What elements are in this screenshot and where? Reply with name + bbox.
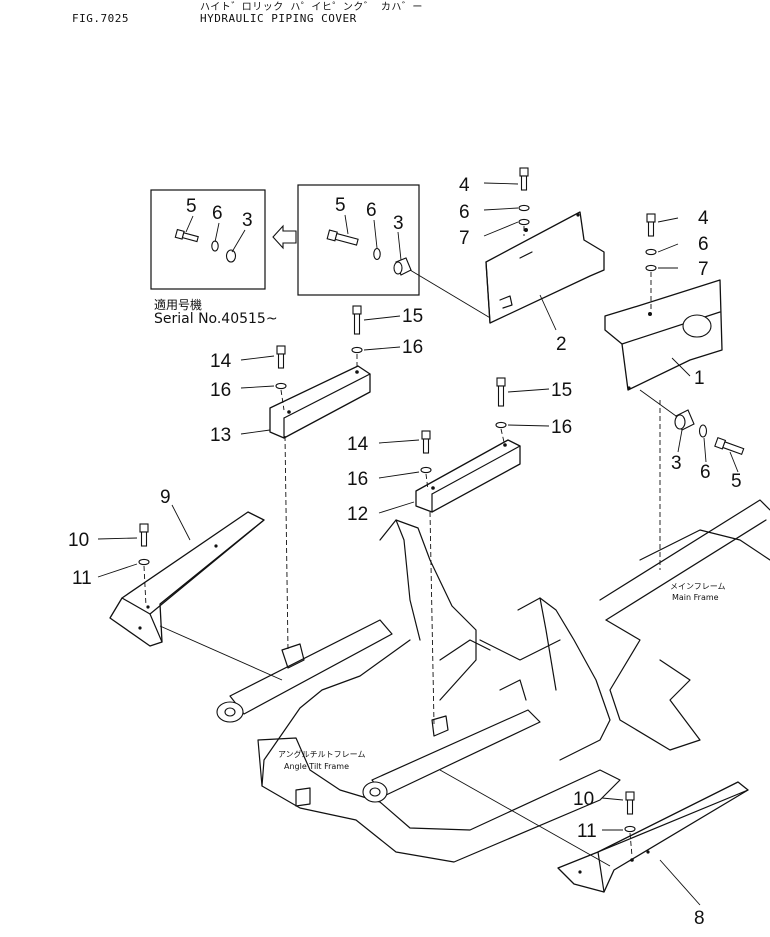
callout-cover-12: 12: [347, 504, 368, 525]
detail-inset-old: [150, 189, 266, 290]
detail-inset-new: [297, 184, 420, 296]
callout-lower-15: 15: [551, 380, 572, 401]
main-frame-label: Main Frame: [672, 593, 719, 602]
callout-inset-new-3: 3: [393, 213, 404, 234]
callout-cover2-6: 6: [459, 202, 470, 223]
callout-cover1-1: 1: [694, 368, 705, 389]
callout-cover1-6: 6: [698, 234, 709, 255]
callout-inset-new-6: 6: [366, 200, 377, 221]
callout-inset-old-3: 3: [242, 210, 253, 231]
callout-inset-old-6: 6: [212, 203, 223, 224]
callout-upper-15: 15: [402, 306, 423, 327]
callout-cover1-lower-3: 3: [671, 453, 682, 474]
callout-left-11: 11: [72, 568, 92, 589]
callout-lower-14: 14: [347, 434, 369, 455]
hardware-cover-1-lower: [639, 389, 745, 456]
cover-13: [269, 365, 371, 439]
callout-right-11: 11: [577, 821, 597, 842]
callout-left-10: 10: [68, 530, 89, 551]
leader-lines: [97, 182, 739, 906]
callout-cover1-4: 4: [698, 208, 709, 229]
main-frame-label-japanese: メインフレーム: [670, 582, 726, 591]
callout-cover1-7: 7: [698, 259, 709, 280]
detail-arrow: [272, 224, 297, 250]
callout-upper-16: 16: [402, 337, 423, 358]
serial-number: Serial No.40515~: [154, 311, 278, 327]
cover-9: [109, 511, 265, 647]
callout-cover-8: 8: [694, 908, 705, 929]
callout-cover-9: 9: [160, 487, 171, 508]
callout-upper-14: 14: [210, 351, 232, 372]
callout-inset-new-5: 5: [335, 195, 346, 216]
callout-cover1-lower-5: 5: [731, 471, 742, 492]
callout-numbers: 5 6 3 5 6 3 4 6 7 2 4 6 7 1 3 6 5 15 16 …: [68, 175, 742, 929]
title-english: HYDRAULIC PIPING COVER: [200, 12, 357, 25]
serial-label-japanese: 適用号機: [154, 298, 203, 312]
callout-lower-16b: 16: [347, 469, 368, 490]
callout-cover2-4: 4: [459, 175, 470, 196]
cover-2: [485, 211, 605, 324]
callout-lower-16: 16: [551, 417, 572, 438]
callout-cover1-lower-6: 6: [700, 462, 711, 483]
callout-upper-16b: 16: [210, 380, 231, 401]
angle-tilt-frame-label: Angle Tilt Frame: [284, 762, 349, 771]
cover-12: [415, 439, 521, 513]
callout-right-10: 10: [573, 789, 594, 810]
callout-inset-old-5: 5: [186, 196, 197, 217]
cover-1: [604, 279, 723, 391]
title-japanese: ハイト゛ロリック ハ゜イヒ゜ンク゛ カハ゛ー: [200, 2, 423, 13]
figure-number: FIG.7025: [72, 12, 129, 25]
angle-tilt-frame-label-japanese: アングルチルトフレーム: [278, 750, 366, 759]
frame-assembly: [216, 499, 770, 863]
callout-cover-13: 13: [210, 425, 231, 446]
callout-cover2-7: 7: [459, 228, 470, 249]
cover-8: [557, 781, 749, 893]
callout-cover2-2: 2: [556, 334, 567, 355]
hardware-stacks: [138, 167, 661, 867]
